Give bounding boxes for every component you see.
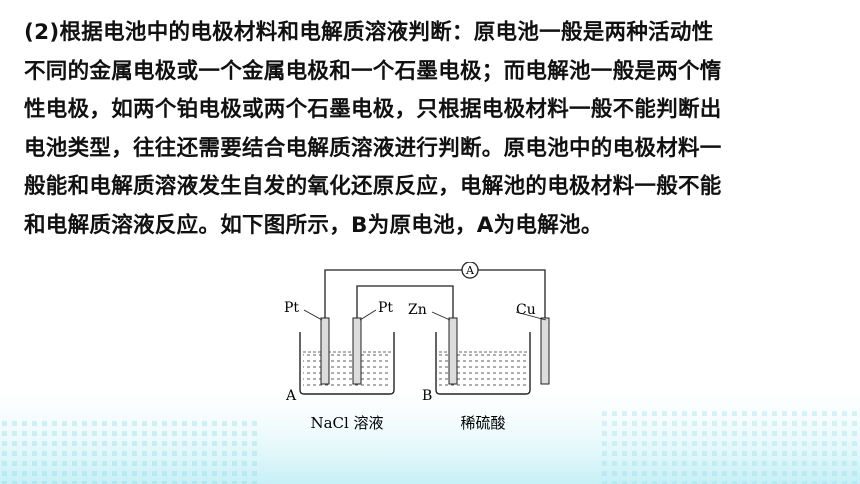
ammeter-icon: A bbox=[461, 261, 479, 279]
paragraph-line: 和电解质溶液反应。如下图所示，B为原电池，A为电解池。 bbox=[24, 212, 603, 238]
wire bbox=[324, 269, 546, 318]
solution-label: NaCl 溶液 bbox=[310, 414, 383, 432]
electrochemistry-diagram: A Pt Pt Zn Cu A bbox=[270, 261, 570, 442]
solution-label: 稀硫酸 bbox=[460, 414, 505, 432]
svg-text:A: A bbox=[465, 264, 475, 277]
paragraph-line: 电池类型，往往还需要结合电解质溶液进行判断。原电池中的电极材料一 bbox=[24, 135, 722, 161]
electrode-label: Pt bbox=[284, 300, 299, 316]
body-paragraph: (2)根据电池中的电极材料和电解质溶液判断：原电池一般是两种活动性 不同的金属电… bbox=[24, 14, 844, 246]
electrode-label: Pt bbox=[378, 300, 393, 316]
cell-label: B bbox=[422, 388, 432, 404]
paragraph-line: 不同的金属电极或一个金属电极和一个石墨电极；而电解池一般是两个惰 bbox=[24, 58, 722, 84]
beaker-a bbox=[299, 317, 395, 395]
paragraph-line: (2)根据电池中的电极材料和电解质溶液判断：原电池一般是两种活动性 bbox=[24, 20, 714, 45]
cell-label: A bbox=[285, 388, 297, 404]
electrode-label: Zn bbox=[408, 302, 427, 318]
paragraph-line: 性电极，如两个铂电极或两个石墨电极，只根据电极材料一般不能判断出 bbox=[24, 97, 722, 123]
beaker-b bbox=[435, 317, 550, 395]
electrode-label: Cu bbox=[516, 302, 536, 318]
paragraph-line: 般能和电解质溶液发生自发的氧化还原反应，电解池的电极材料一般不能 bbox=[24, 174, 722, 200]
